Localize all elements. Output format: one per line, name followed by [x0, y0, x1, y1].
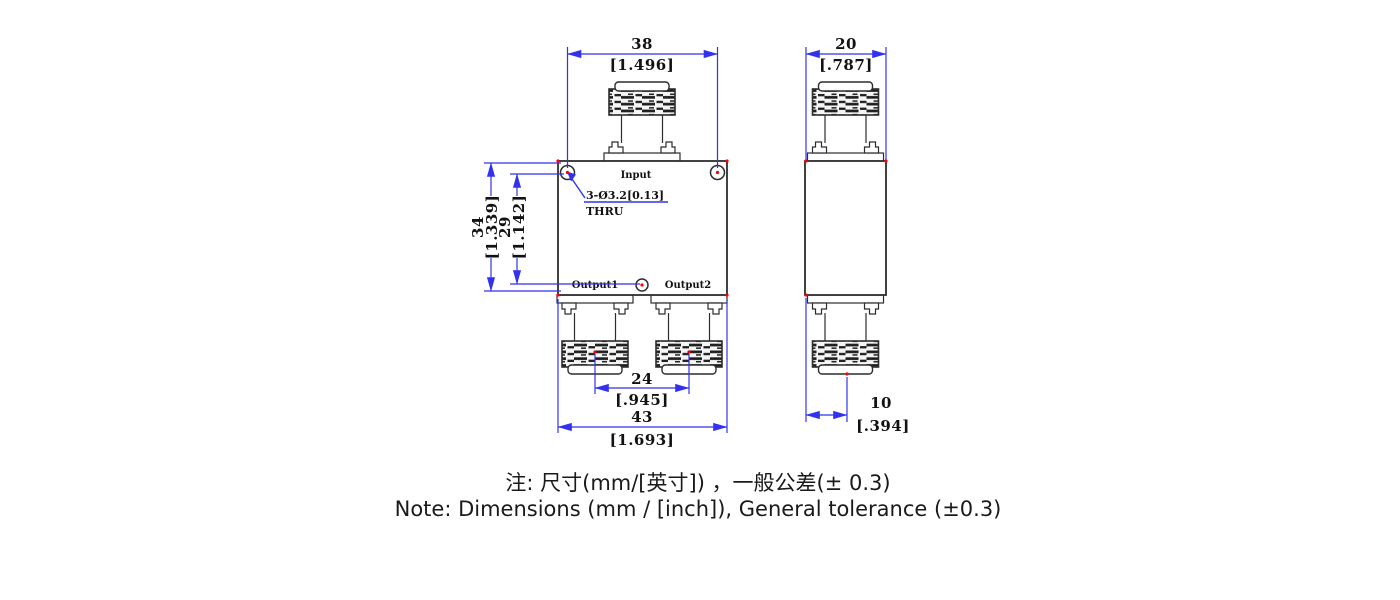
note-zh: 注: 尺寸(mm/[英寸]) ，一般公差(± 0.3) — [505, 471, 891, 495]
dim-24-in: [.945] — [615, 391, 669, 409]
front-view: Input Output1 Output2 3-Ø3.2[0.13] THRU — [556, 81, 728, 375]
dim-20-in: [.787] — [819, 56, 873, 74]
dim-43-in: [1.693] — [610, 431, 675, 449]
front-body — [557, 160, 728, 296]
input-connector — [603, 81, 681, 162]
dim-43-mm: 43 — [631, 408, 653, 426]
dim-24 — [594, 354, 690, 394]
dim-10-mm: 10 — [870, 394, 892, 412]
dim-10 — [805, 298, 848, 422]
dim-38-in: [1.496] — [610, 56, 675, 74]
output1-label: Output1 — [572, 280, 618, 291]
dim-29 — [510, 173, 640, 285]
dim-38-mm: 38 — [631, 35, 653, 53]
note-en: Note: Dimensions (mm / [inch]), General … — [394, 497, 1002, 521]
dim-29-in: [1.142] — [510, 195, 528, 260]
dim-38 — [566, 47, 719, 168]
side-bottom-connector — [806, 294, 885, 375]
hole-callout-leader — [567, 171, 668, 203]
dim-34-in: [1.339] — [483, 195, 501, 260]
input-label: Input — [621, 170, 652, 181]
output2-label: Output2 — [665, 280, 711, 291]
side-top-connector — [806, 81, 885, 162]
side-view — [804, 81, 887, 375]
dim-10-in: [.394] — [856, 417, 910, 435]
dim-20 — [805, 47, 887, 161]
dim-34-mm: 34 — [469, 216, 487, 238]
dim-34 — [484, 162, 561, 292]
side-body — [804, 160, 887, 296]
dim-20-mm: 20 — [835, 35, 857, 53]
vertex-markers — [556, 159, 888, 376]
dimension-labels: 38 [1.496] 20 [.787] 34 [1.339] 29 [1.14… — [469, 35, 910, 449]
dim-29-mm: 29 — [496, 216, 514, 238]
dim-24-mm: 24 — [631, 370, 653, 388]
hole-callout-thru: THRU — [586, 205, 624, 218]
dim-43 — [557, 299, 728, 433]
tolerance-notes: 注: 尺寸(mm/[英寸]) ，一般公差(± 0.3) Note: Dimens… — [0, 471, 1396, 522]
hole-callout-text: 3-Ø3.2[0.13] — [586, 189, 664, 202]
dimension-lines — [484, 47, 887, 433]
